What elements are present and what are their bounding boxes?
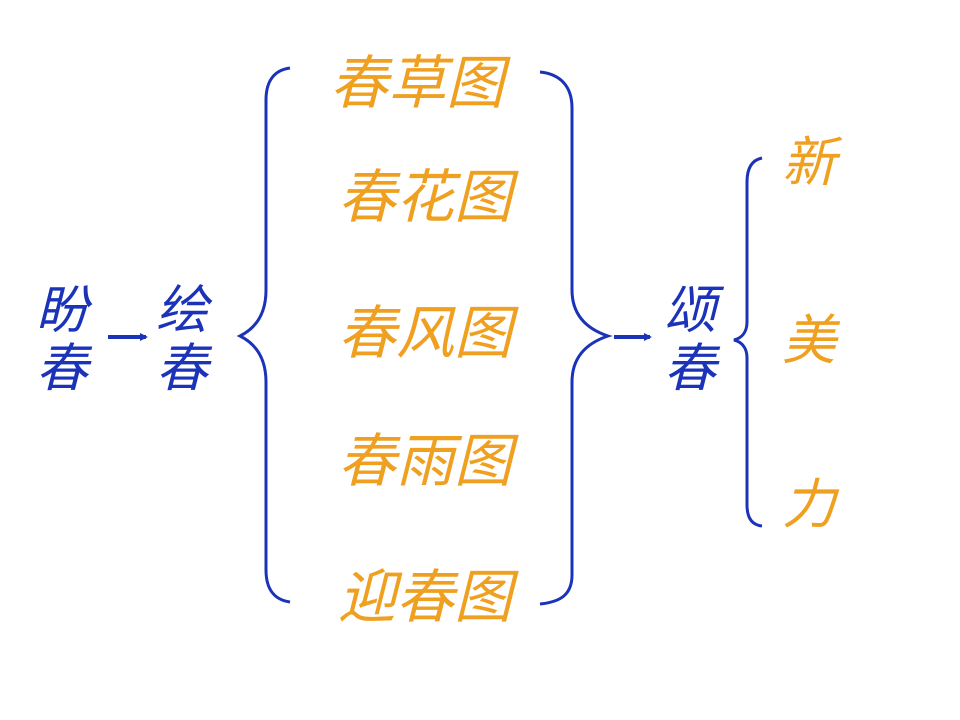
stage-hui-line2: 春 — [156, 339, 209, 399]
quality-item: 美 — [782, 309, 836, 372]
stage-pan-line2: 春 — [36, 339, 89, 399]
painting-item: 春风图 — [338, 299, 513, 367]
right-brace-paintings — [539, 70, 613, 606]
stage-hui: 绘 春 — [156, 282, 208, 398]
painting-item: 春花图 — [338, 163, 513, 231]
stage-song-line2: 春 — [664, 339, 717, 399]
painting-item: 迎春图 — [338, 563, 513, 631]
stage-hui-line1: 绘 — [156, 281, 209, 341]
stage-song-line1: 颂 — [664, 281, 717, 341]
stage-pan: 盼 春 — [36, 282, 88, 398]
stage-pan-line1: 盼 — [36, 281, 89, 341]
painting-item: 春雨图 — [338, 427, 513, 495]
left-brace-paintings — [236, 66, 291, 604]
brace-qualities — [733, 156, 763, 528]
quality-item: 力 — [782, 473, 836, 536]
quality-item: 新 — [782, 131, 836, 194]
painting-item: 春草图 — [330, 49, 505, 117]
stage-song: 颂 春 — [664, 282, 716, 398]
